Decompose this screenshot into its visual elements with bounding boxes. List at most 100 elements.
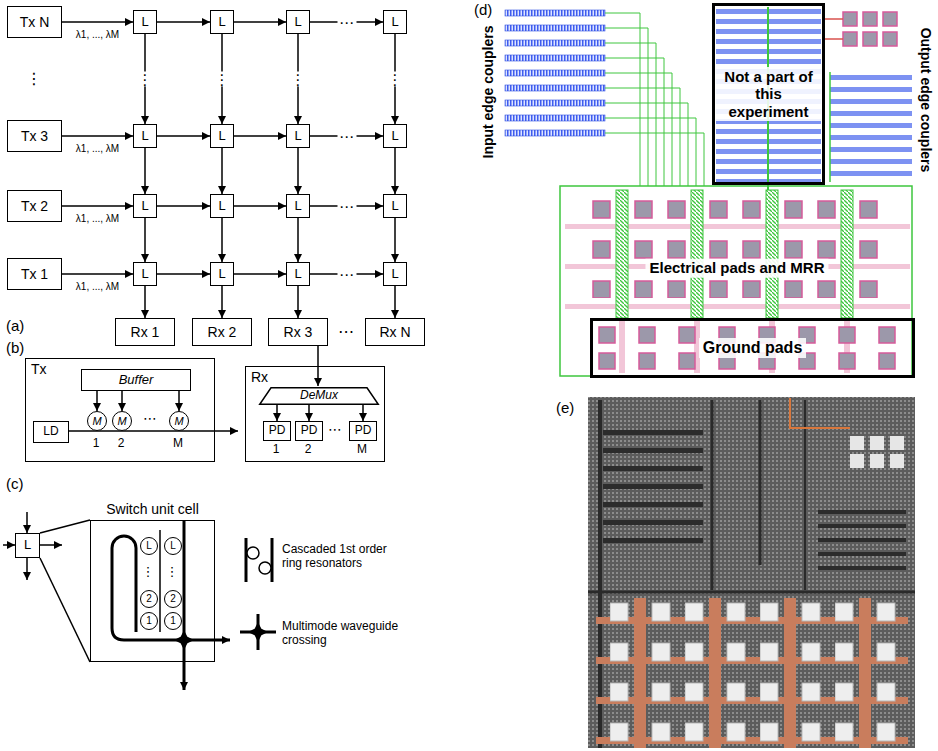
connector [234, 135, 286, 137]
process-box: L [286, 194, 310, 218]
node-text: L [294, 267, 301, 282]
process-box: Rx 2 [192, 318, 252, 346]
node-text: Ground pads [699, 338, 807, 358]
modulator-circle: M [169, 411, 189, 431]
modulator-circle: M [87, 411, 107, 431]
node-text: Rx 1 [131, 324, 160, 340]
region-box: Not a part of this experiment [712, 3, 825, 185]
connector [308, 405, 310, 421]
node-text: PD [301, 424, 318, 438]
node-text: 1 [170, 615, 176, 627]
node-text: Buffer [119, 373, 154, 388]
edge-label: ⋯ [337, 267, 356, 282]
region-label: Electrical pads and MRR [645, 259, 828, 278]
node-text: 2 [146, 593, 152, 605]
index-number: 1 [93, 437, 100, 450]
edge-label: λ1, ..., λM [74, 30, 121, 40]
node-text: Tx 1 [21, 266, 48, 282]
connector [157, 21, 210, 23]
node-text: M [174, 415, 183, 428]
node-text: L [218, 199, 225, 214]
process-box: L [133, 10, 157, 34]
connector [40, 520, 90, 533]
edge-label: ⋯ [337, 199, 356, 214]
connector [144, 148, 146, 194]
connector [121, 391, 123, 411]
process-box: PD [263, 421, 291, 441]
connector [297, 286, 299, 318]
connector [234, 273, 286, 275]
process-box: Rx 3 [268, 318, 328, 346]
node-text: L [391, 267, 398, 282]
node-text: PD [355, 424, 372, 438]
ellipsis: ⋮ [166, 565, 179, 579]
node-text: L [170, 540, 176, 552]
edge-label: ⋮ [386, 72, 405, 87]
process-box: L [286, 124, 310, 148]
connector [221, 218, 223, 262]
connector [96, 391, 98, 411]
node-text: Not a part of this experiment [715, 67, 822, 121]
process-box: L [133, 124, 157, 148]
process-box: L [383, 262, 407, 286]
process-box: L [210, 10, 234, 34]
node-text: Tx [31, 361, 47, 377]
connector [62, 135, 133, 137]
ellipsis: ⋯ [143, 411, 157, 426]
edge-label: ⋯ [337, 129, 356, 144]
node-text: M [117, 415, 126, 428]
edge-label: ⋯ [337, 15, 356, 30]
connector [276, 405, 278, 421]
index-number: 2 [305, 443, 312, 456]
connector [144, 218, 146, 262]
legend-text: Cascaded 1st order ring resonators [282, 543, 402, 571]
node-text: L [141, 15, 148, 30]
ring-resonator: 1 [164, 612, 182, 630]
node-text: L [294, 129, 301, 144]
process-box: L [383, 194, 407, 218]
connector [394, 148, 396, 194]
process-box: L [210, 262, 234, 286]
process-box: L [286, 262, 310, 286]
edge-label: λ1, ..., λM [74, 144, 121, 154]
axis-label: Input edge couplers [481, 25, 496, 158]
process-box: PD [349, 421, 377, 441]
node-text: L [294, 199, 301, 214]
connector [394, 286, 396, 318]
process-box: L [383, 10, 407, 34]
connector [221, 148, 223, 194]
process-box: Tx 3 [7, 120, 62, 152]
connector [234, 205, 286, 207]
node-text: Tx 3 [21, 128, 48, 144]
node-text: Rx N [379, 324, 410, 340]
edge-label: ⋮ [289, 72, 308, 87]
process-box: Tx N [7, 6, 62, 38]
connector [40, 558, 90, 662]
node-text: L [141, 129, 148, 144]
connector [144, 286, 146, 318]
panel-label: (e) [556, 400, 574, 417]
connector [234, 21, 286, 23]
edge-label: ⋮ [136, 72, 155, 87]
process-box: L [210, 124, 234, 148]
edge-label: ⋮ [213, 72, 232, 87]
node-text: L [391, 15, 398, 30]
node-text: L [24, 538, 31, 553]
legend-entry: Cascaded 1st order ring resonators [282, 543, 402, 571]
ring-resonator: 2 [164, 590, 182, 608]
panel-label: (a) [6, 318, 24, 335]
process-box: L [15, 533, 40, 558]
index-number: M [357, 443, 367, 456]
node-text: Rx [251, 369, 268, 385]
edge-label: λ1, ..., λM [74, 214, 121, 224]
panel-label: (d) [474, 2, 492, 19]
axis-label: Output edge couplers [917, 28, 932, 173]
panel-label: (c) [6, 476, 24, 493]
node-text: L [146, 540, 152, 552]
connector [362, 405, 364, 421]
ring-resonator: L [164, 537, 182, 555]
connector [157, 205, 210, 207]
connector [221, 286, 223, 318]
connector [178, 391, 180, 411]
node-text: L [218, 129, 225, 144]
